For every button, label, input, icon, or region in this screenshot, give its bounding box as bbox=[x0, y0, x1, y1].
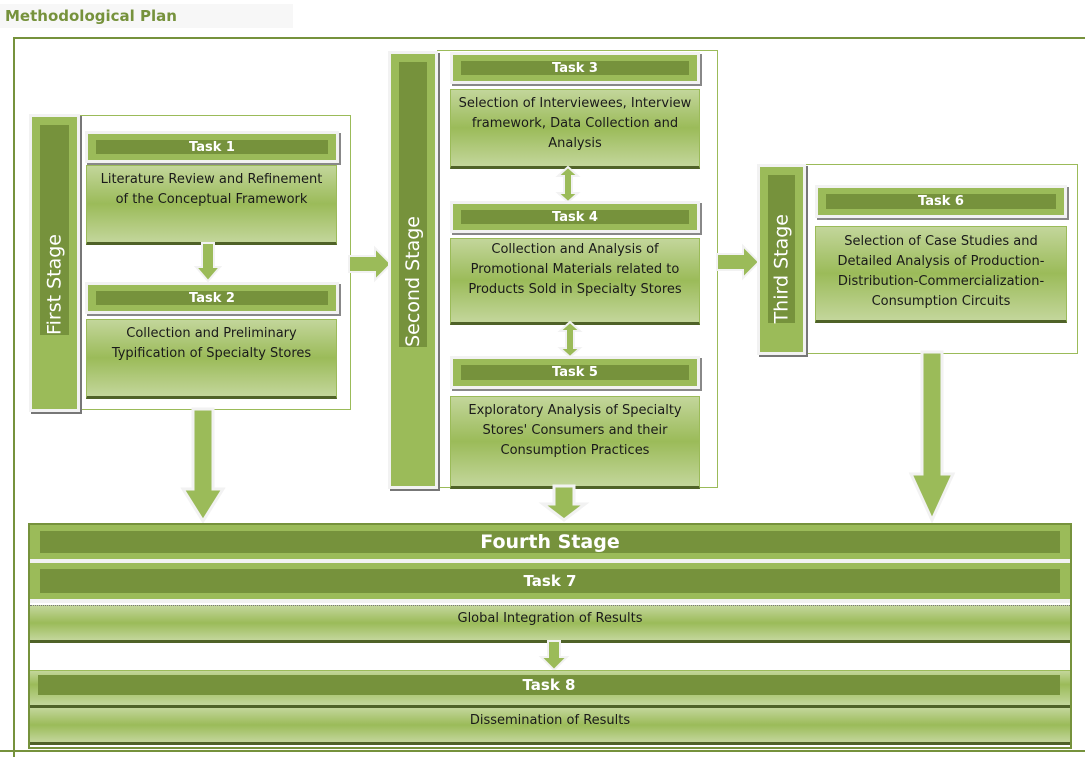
fourth-stage-group: Fourth Stage Task 7 Global Integration o… bbox=[28, 523, 1072, 749]
arrow-third-to-fourth bbox=[908, 350, 956, 524]
arrow-first-to-second bbox=[348, 245, 393, 283]
arrow-task1-to-task2 bbox=[193, 242, 223, 283]
third-stage-inner: Third Stage bbox=[768, 175, 795, 323]
arrow-down-icon bbox=[180, 407, 226, 524]
second-stage-bar: Second Stage bbox=[388, 51, 438, 489]
arrow-down-icon bbox=[538, 640, 570, 672]
arrow-second-to-third bbox=[716, 243, 761, 281]
arrow-down-icon bbox=[193, 242, 223, 283]
third-stage-bar: Third Stage bbox=[757, 164, 806, 355]
task-2-body: Collection and Preliminary Typification … bbox=[86, 319, 337, 399]
task-7-body: Global Integration of Results bbox=[30, 605, 1070, 643]
arrow-task7-to-task8 bbox=[538, 640, 570, 672]
task-1-header: Task 1 bbox=[85, 131, 339, 163]
task-4-label: Task 4 bbox=[461, 210, 689, 225]
task-2-header: Task 2 bbox=[85, 282, 339, 314]
arrow-task3-task4 bbox=[555, 165, 581, 204]
arrow-right-icon bbox=[348, 245, 393, 283]
fourth-stage-header: Fourth Stage bbox=[30, 523, 1070, 563]
task-3-body: Selection of Interviewees, Interview fra… bbox=[450, 89, 700, 169]
arrow-first-to-fourth bbox=[180, 407, 226, 524]
task-6-body: Selection of Case Studies and Detailed A… bbox=[815, 226, 1067, 323]
second-stage-label: Second Stage bbox=[402, 216, 424, 347]
task-1-body: Literature Review and Refinement of the … bbox=[86, 165, 337, 245]
first-stage-label: First Stage bbox=[43, 234, 66, 335]
diagram-frame bbox=[13, 37, 1085, 757]
task-4-body: Collection and Analysis of Promotional M… bbox=[450, 238, 700, 325]
task-8-header: Task 8 bbox=[30, 670, 1070, 708]
arrow-right-icon bbox=[716, 243, 761, 281]
second-stage-inner: Second Stage bbox=[399, 62, 427, 347]
arrow-down-icon bbox=[908, 350, 956, 524]
arrow-task4-task5 bbox=[557, 320, 583, 359]
third-stage-label: Third Stage bbox=[770, 213, 793, 323]
task-6-label: Task 6 bbox=[826, 194, 1056, 209]
task-5-label: Task 5 bbox=[461, 365, 689, 380]
task-6-header: Task 6 bbox=[815, 185, 1067, 218]
task-7-header: Task 7 bbox=[30, 563, 1070, 603]
task-8-label: Task 8 bbox=[38, 675, 1060, 695]
first-stage-bar: First Stage bbox=[29, 114, 80, 412]
task-7-label: Task 7 bbox=[40, 569, 1060, 593]
task-5-body: Exploratory Analysis of Specialty Stores… bbox=[450, 396, 700, 489]
task-1-label: Task 1 bbox=[96, 140, 328, 155]
fourth-stage-label: Fourth Stage bbox=[40, 531, 1060, 553]
arrow-down-icon bbox=[538, 484, 590, 522]
task-8-body: Dissemination of Results bbox=[30, 708, 1070, 745]
task-3-label: Task 3 bbox=[461, 61, 689, 76]
task-3-header: Task 3 bbox=[450, 52, 700, 84]
arrow-updown-icon bbox=[557, 320, 583, 359]
task-5-header: Task 5 bbox=[450, 356, 700, 389]
arrow-updown-icon bbox=[555, 165, 581, 204]
task-4-header: Task 4 bbox=[450, 201, 700, 233]
arrow-second-to-fourth bbox=[538, 484, 590, 522]
bottom-rule bbox=[0, 750, 1085, 752]
first-stage-inner: First Stage bbox=[40, 125, 69, 335]
page-title: Methodological Plan bbox=[0, 4, 293, 28]
task-2-label: Task 2 bbox=[96, 291, 328, 306]
